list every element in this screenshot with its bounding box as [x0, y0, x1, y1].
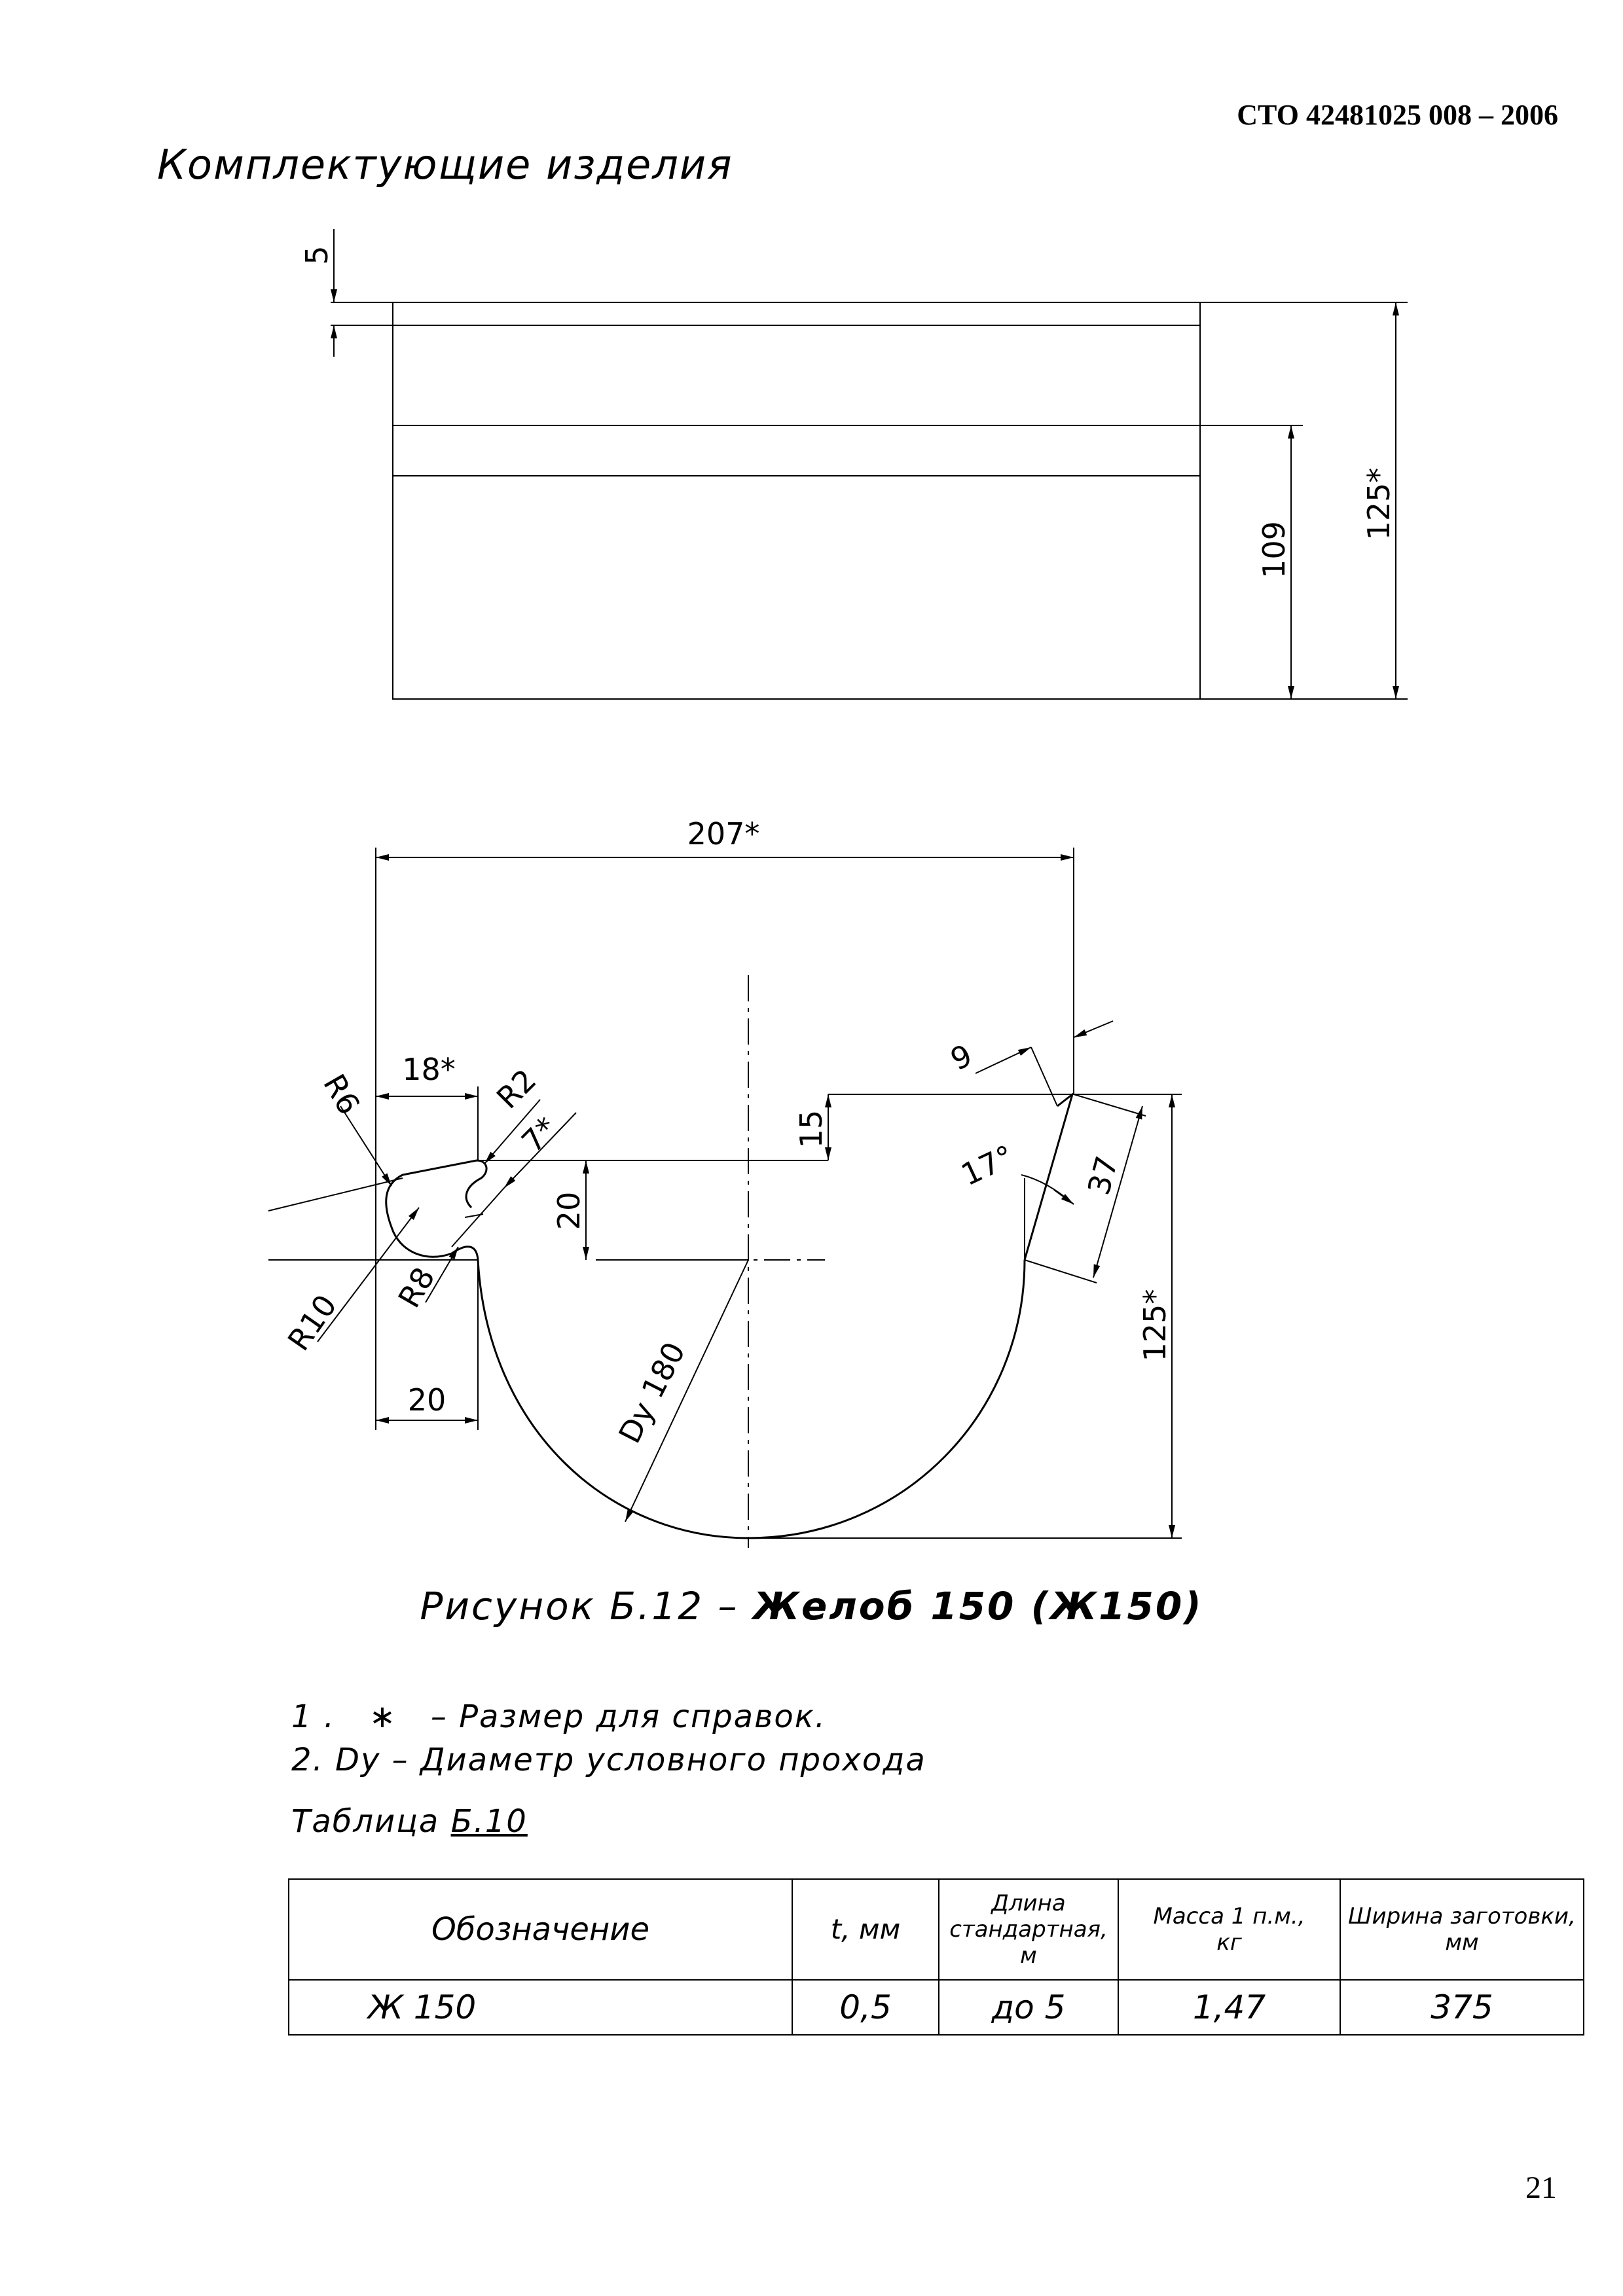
dimension-dy180: Dy 180	[611, 1259, 749, 1522]
header-length-line: Длина	[991, 1890, 1066, 1916]
specification-table: Обозначение t, мм Длина стандартная, м М…	[288, 1878, 1584, 2036]
header-length-line: м	[1020, 1943, 1037, 1969]
header-width-line: мм	[1445, 1929, 1479, 1956]
header-length-line: стандартная,	[949, 1916, 1108, 1943]
header-length: Длина стандартная, м	[938, 1878, 1119, 1981]
dim-15-label: 15	[793, 1110, 829, 1149]
gutter-profile	[268, 848, 1182, 1548]
r8-label: R8	[391, 1261, 441, 1314]
dimension-207: 207*	[376, 816, 1074, 861]
top-view	[392, 302, 1201, 700]
header-thickness: t, мм	[792, 1878, 939, 1981]
left-bead	[385, 1159, 488, 1261]
table-title: Таблица Б.10	[291, 1803, 528, 1840]
notes: 1 . ∗ – Размер для справок. 2. Dy – Диам…	[291, 1695, 926, 1782]
dim-109-label: 109	[1256, 521, 1292, 579]
dim-9-label: 9	[945, 1037, 977, 1077]
cell-thickness: 0,5	[792, 1979, 939, 2036]
dimension-9: 9	[945, 1020, 1114, 1107]
dimension-125-profile: 125*	[1137, 1094, 1175, 1538]
cell-designation: Ж 150	[288, 1979, 793, 2036]
header-mass-line: Масса 1 п.м.,	[1153, 1903, 1305, 1929]
dim-5-label: 5	[299, 245, 335, 264]
radius-r10: R10	[281, 1207, 420, 1357]
dimension-20-vertical: 20	[551, 1160, 748, 1261]
trough-arc	[477, 1259, 1026, 1539]
document-code: СТО 42481025 008 – 2006	[1237, 99, 1558, 131]
dim-20-vertical-label: 20	[551, 1192, 587, 1230]
r10-label: R10	[281, 1288, 344, 1357]
angle-17-label: 17°	[956, 1138, 1019, 1193]
note-item: 2. Dy – Диаметр условного прохода	[291, 1742, 926, 1778]
dim-125-profile-label: 125*	[1137, 1289, 1173, 1362]
r2-label: R2	[490, 1062, 543, 1115]
section-title: Комплектующие изделия	[157, 141, 733, 188]
header-width-line: Ширина заготовки,	[1348, 1903, 1576, 1929]
right-wall	[1023, 1091, 1074, 1261]
dim-125-top-label: 125*	[1361, 468, 1396, 541]
header-width: Ширина заготовки, мм	[1340, 1878, 1584, 1981]
header-mass-line: кг	[1216, 1929, 1242, 1956]
r6-label: R6	[316, 1068, 367, 1121]
dimension-18: 18*	[376, 1052, 479, 1160]
dy180-label: Dy 180	[611, 1336, 692, 1449]
top-view-outline	[392, 302, 1201, 700]
page-number: 21	[1525, 2170, 1557, 2205]
radius-r6: R6	[316, 1068, 392, 1187]
header-designation: Обозначение	[288, 1878, 793, 1981]
note-item: 1 . ∗ – Размер для справок.	[291, 1698, 826, 1735]
dim-7-label: 7*	[515, 1110, 564, 1159]
header-mass: Масса 1 п.м., кг	[1118, 1878, 1341, 1981]
dim-20-horizontal-label: 20	[408, 1382, 447, 1418]
cell-length: до 5	[938, 1979, 1119, 2036]
dimension-15: 15	[793, 1094, 1074, 1160]
figure-caption: Рисунок Б.12 – Желоб 150 (Ж150)	[0, 1584, 1623, 1628]
table-title-number: Б.10	[450, 1803, 528, 1840]
dim-18-label: 18*	[402, 1052, 456, 1087]
dimension-37: 37	[1024, 1094, 1146, 1283]
figure-caption-title: Желоб 150 (Ж150)	[752, 1584, 1203, 1628]
figure-caption-prefix: Рисунок Б.12 –	[420, 1584, 753, 1628]
dimension-20-horizontal: 20	[376, 1382, 478, 1424]
table-header-row: Обозначение t, мм Длина стандартная, м М…	[288, 1878, 1584, 1981]
table-row: Ж 150 0,5 до 5 1,47 375	[288, 1979, 1584, 2036]
cell-width: 375	[1340, 1979, 1584, 2036]
cell-mass: 1,47	[1118, 1979, 1341, 2036]
dimension-5: 5	[299, 229, 393, 357]
dimension-109: 109	[1200, 425, 1408, 700]
dimension-125-top: 125*	[1200, 302, 1408, 699]
dim-207-label: 207*	[687, 816, 760, 852]
table-title-prefix: Таблица	[291, 1803, 451, 1840]
